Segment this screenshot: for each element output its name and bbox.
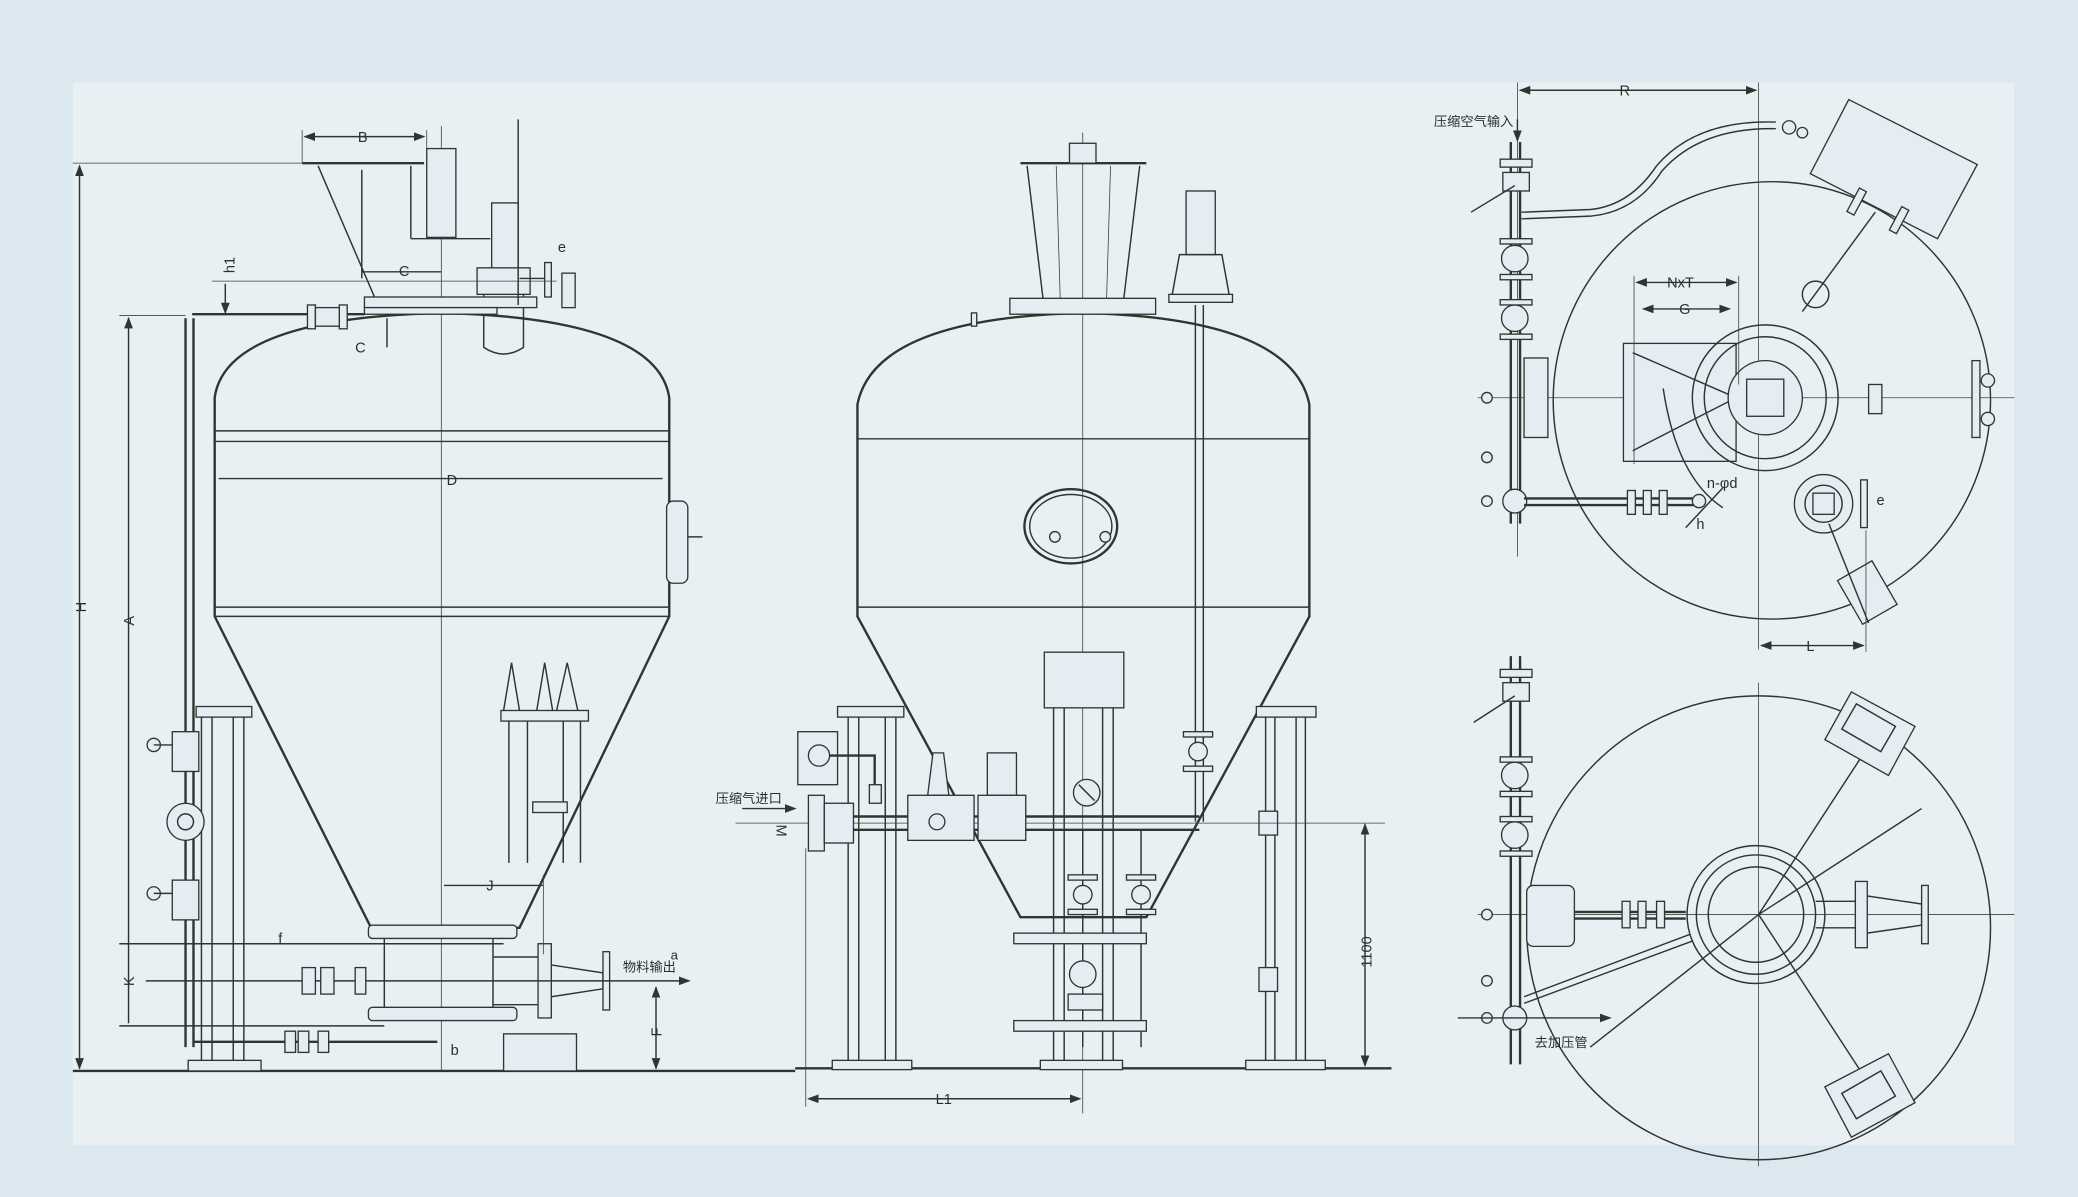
- dim-label-H: H: [74, 602, 90, 613]
- label-to-pressurizing-pipe: 去加压管: [1535, 1035, 1588, 1050]
- dim-label-J: J: [486, 879, 493, 895]
- dim-label-K: K: [122, 976, 138, 986]
- label-e: e: [558, 240, 566, 256]
- label-compressed-air-inlet: 压缩气进口: [716, 791, 782, 806]
- label-f: f: [278, 932, 283, 948]
- label-outlet-symbol: a: [671, 948, 679, 963]
- dim-label-NxT: NxT: [1667, 276, 1694, 292]
- dim-label-h1: h1: [223, 257, 239, 273]
- dim-label-A: A: [122, 616, 138, 626]
- dim-label-R: R: [1619, 84, 1630, 100]
- label-n-phid: n-φd: [1707, 476, 1738, 492]
- label-material-outlet: 物料输出: [623, 960, 676, 975]
- dim-label-B: B: [358, 130, 368, 146]
- top-plan-view: R 压缩空气输入 NxT G n-φd h e L: [1434, 82, 2015, 655]
- side-elevation-view: B h1 C C e D A H K f J b F 物料输出 a: [72, 119, 796, 1073]
- bottom-plan-view: 去加压管: [1457, 656, 2015, 1167]
- label-compressed-air-input: 压缩空气输入: [1434, 114, 1514, 129]
- front-elevation-view: 1100 L1 压缩气进口 M: [716, 132, 1392, 1114]
- dim-label-1100: 1100: [1360, 936, 1376, 967]
- dim-label-C-top: C: [399, 264, 410, 280]
- dim-label-D: D: [447, 473, 458, 489]
- label-b: b: [451, 1043, 459, 1059]
- label-h: h: [1696, 517, 1704, 533]
- label-M: M: [773, 824, 789, 836]
- dim-label-L1: L1: [936, 1092, 952, 1108]
- dim-label-F: F: [649, 1027, 665, 1036]
- label-e: e: [1877, 493, 1885, 509]
- dim-label-G: G: [1679, 302, 1690, 318]
- dim-label-L: L: [1806, 639, 1814, 655]
- label-C-bottom: C: [355, 341, 366, 357]
